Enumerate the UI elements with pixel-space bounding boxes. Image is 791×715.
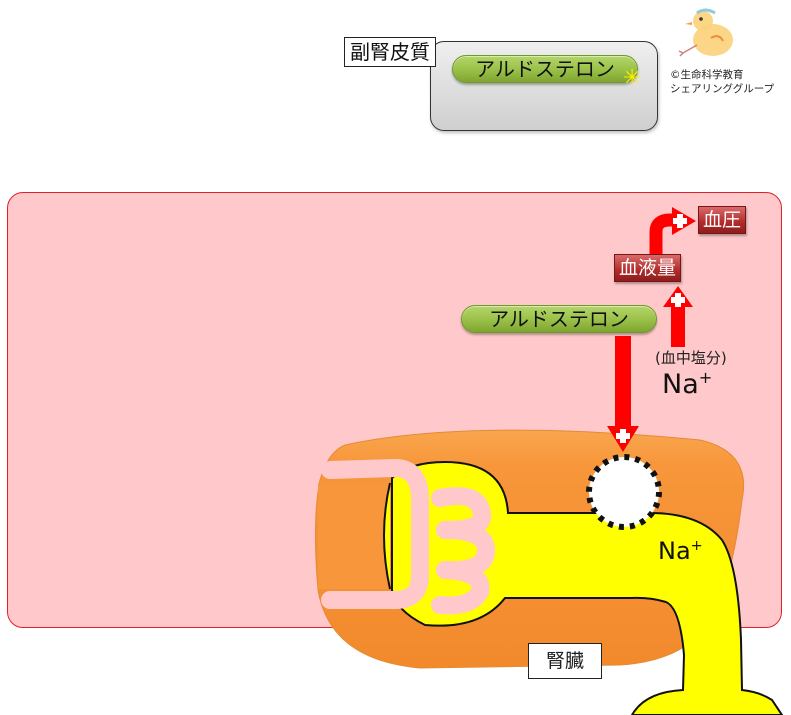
sodium-ion-label-tubule: Na+ xyxy=(658,537,703,565)
copyright-credit: ©生命科学教育 シェアリンググループ xyxy=(670,68,774,96)
aldosterone-source-pill: アルドステロン xyxy=(452,55,638,83)
blood-volume-badge: 血液量 xyxy=(614,254,682,282)
aldosterone-pill: アルドステロン xyxy=(461,305,657,333)
aldosterone-arrow xyxy=(607,336,639,452)
afferent-vessel xyxy=(318,483,390,589)
volume-to-pressure-arrow xyxy=(649,207,696,254)
blood-pressure-badge: 血圧 xyxy=(698,206,747,234)
blood-salt-note: (血中塩分) xyxy=(655,349,727,367)
credit-line-1: ©生命科学教育 xyxy=(670,69,744,81)
sodium-ion-label-blood: Na+ xyxy=(662,369,712,400)
sodium-channel xyxy=(586,454,662,530)
credit-line-2: シェアリンググループ xyxy=(670,83,775,95)
kidney-label: 腎臓 xyxy=(528,643,602,679)
glomerulus xyxy=(321,458,495,615)
sodium-to-volume-arrow xyxy=(663,286,693,347)
charge: + xyxy=(690,538,703,554)
charge: + xyxy=(698,368,713,387)
renal-tubule xyxy=(391,460,784,715)
sodium-symbol: Na xyxy=(658,537,691,565)
secretion-marker-icon: ✳ xyxy=(623,66,642,91)
sodium-symbol: Na xyxy=(662,369,699,400)
adrenal-cortex-label: 副腎皮質 xyxy=(344,37,436,67)
chick-mascot-icon xyxy=(678,8,733,57)
